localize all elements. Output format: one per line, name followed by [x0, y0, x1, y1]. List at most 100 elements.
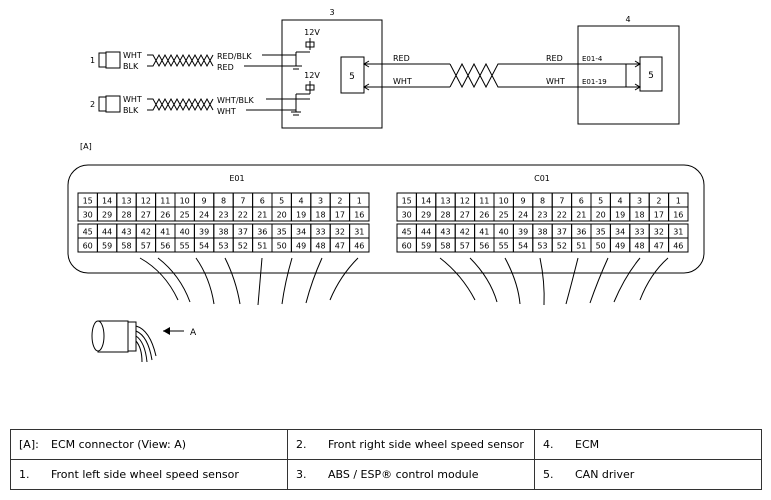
- c01-pin-label: 29: [421, 211, 431, 220]
- abs-can-driver-number: 5: [349, 72, 355, 82]
- c01-pin-label: 56: [479, 242, 489, 251]
- c01-pin-label: 40: [499, 228, 509, 237]
- c01-pin-label: 30: [402, 211, 412, 220]
- can-bus: [363, 60, 641, 91]
- view-arrow-label: A: [190, 328, 197, 338]
- e01-pin-label: 28: [121, 211, 131, 220]
- c01-pin-label: 21: [576, 211, 586, 220]
- can-left-top: RED: [393, 54, 410, 63]
- e01-pin-label: 11: [160, 197, 170, 206]
- ecm-connector-outline: [67, 164, 705, 274]
- legend-2-num: 2.: [296, 438, 307, 451]
- c01-pin-label: 8: [540, 197, 545, 206]
- voltage-label-1: 12V: [304, 28, 320, 37]
- e01-pin-label: 15: [83, 197, 93, 206]
- e01-pin-label: 3: [318, 197, 323, 206]
- c01-pin-label: 44: [421, 228, 431, 237]
- c01-pin-label: 22: [557, 211, 567, 220]
- c01-pin-label: 11: [479, 197, 489, 206]
- legend-a-num: [A]:: [19, 438, 39, 451]
- c01-pin-label: 58: [440, 242, 450, 251]
- e01-pin-label: 20: [277, 211, 287, 220]
- e01-pin-cell: [349, 237, 370, 253]
- c01-pin-label: 9: [521, 197, 526, 206]
- e01-pin-label: 12: [141, 197, 151, 206]
- e01-pin-cell: [349, 206, 370, 222]
- c01-pin-label: 17: [654, 211, 664, 220]
- e01-pin-label: 48: [315, 242, 325, 251]
- can-right-top: RED: [546, 54, 563, 63]
- sensor-2-out-b: WHT: [217, 107, 236, 116]
- sensor-1-out-b: RED: [217, 63, 234, 72]
- can-right-bottom: WHT: [546, 77, 565, 86]
- e01-pin-label: 27: [141, 211, 151, 220]
- sensor-1-connector: [105, 51, 121, 69]
- sensor-2-wire-a: WHT: [123, 95, 142, 104]
- e01-pin-label: 52: [238, 242, 248, 251]
- connector-view-drawing: [91, 320, 157, 363]
- legend-2-text: Front right side wheel speed sensor: [328, 438, 524, 451]
- e01-pin-label: 58: [121, 242, 131, 251]
- e01-pin-label: 31: [354, 228, 364, 237]
- c01-pin-label: 24: [518, 211, 528, 220]
- c01-pin-label: 20: [596, 211, 606, 220]
- sensor-1-out-a: RED/BLK: [217, 52, 252, 61]
- c01-pin-cell: [668, 237, 689, 253]
- legend-4-num: 4.: [543, 438, 554, 451]
- sensor-2-body: [98, 96, 107, 112]
- c01-pin-label: 5: [598, 197, 603, 206]
- e01-pin-label: 36: [257, 228, 267, 237]
- e01-pin-label: 56: [160, 242, 170, 251]
- sensor-2-number: 2: [90, 100, 95, 109]
- sensor-1-body: [98, 52, 107, 68]
- e01-pin-label: 14: [102, 197, 112, 206]
- can-pin-top: E01-4: [582, 55, 603, 63]
- e01-pin-label: 46: [354, 242, 364, 251]
- sensor-2-connector: [105, 95, 121, 113]
- e01-pin-label: 13: [121, 197, 131, 206]
- c01-pin-label: 2: [656, 197, 661, 206]
- connector-e01-label: E01: [229, 174, 244, 183]
- legend-cell-1: 1.Front left side wheel speed sensor: [10, 459, 288, 490]
- sensor-1-wire-b: BLK: [123, 62, 139, 71]
- e01-pin-label: 47: [335, 242, 345, 251]
- ecm-box: [577, 25, 680, 125]
- e01-pin-label: 54: [199, 242, 209, 251]
- e01-pin-label: 17: [335, 211, 345, 220]
- c01-pin-label: 46: [673, 242, 683, 251]
- ecm-number: 4: [625, 15, 630, 24]
- c01-pin-label: 1: [676, 197, 681, 206]
- c01-pin-label: 55: [499, 242, 509, 251]
- internal-circuit-2: [291, 81, 315, 116]
- e01-pin-label: 60: [83, 242, 93, 251]
- e01-pin-label: 34: [296, 228, 306, 237]
- legend-cell-4: 4.ECM: [534, 429, 762, 460]
- e01-pin-label: 32: [335, 228, 345, 237]
- e01-pin-label: 59: [102, 242, 112, 251]
- c01-pin-label: 57: [460, 242, 470, 251]
- sensor-1-wire-a: WHT: [123, 51, 142, 60]
- c01-pin-label: 36: [576, 228, 586, 237]
- c01-pin-label: 48: [634, 242, 644, 251]
- e01-pin-label: 26: [160, 211, 170, 220]
- c01-pin-label: 37: [557, 228, 567, 237]
- legend-5-text: CAN driver: [575, 468, 635, 481]
- e01-pin-label: 19: [296, 211, 306, 220]
- e01-pin-label: 37: [238, 228, 248, 237]
- c01-pin-label: 12: [460, 197, 470, 206]
- e01-pin-label: 41: [160, 228, 170, 237]
- e01-pin-label: 44: [102, 228, 112, 237]
- e01-pin-label: 42: [141, 228, 151, 237]
- c01-pin-label: 38: [537, 228, 547, 237]
- e01-pin-label: 23: [218, 211, 228, 220]
- legend-cell-2: 2. Front right side wheel speed sensor: [287, 429, 535, 460]
- c01-pin-label: 14: [421, 197, 431, 206]
- c01-pin-label: 31: [673, 228, 683, 237]
- e01-pin-label: 2: [337, 197, 342, 206]
- c01-pin-label: 28: [440, 211, 450, 220]
- e01-pin-label: 6: [260, 197, 265, 206]
- sensor-2-out-a: WHT/BLK: [217, 96, 254, 105]
- e01-pin-label: 18: [315, 211, 325, 220]
